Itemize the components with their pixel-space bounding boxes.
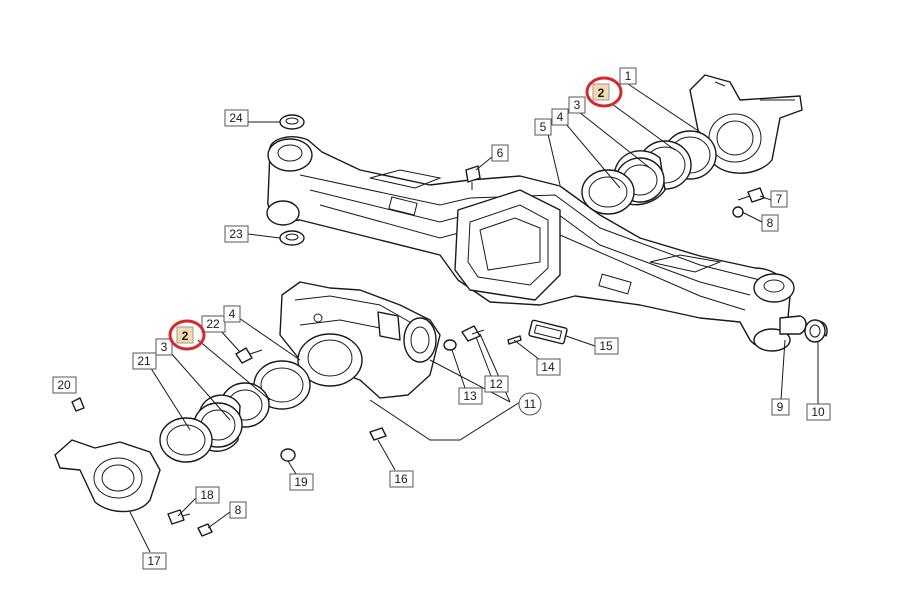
svg-text:21: 21 [137,354,151,368]
svg-text:19: 19 [294,475,308,489]
svg-text:23: 23 [229,227,243,241]
callout-23: 23 [224,225,249,243]
svg-text:22: 22 [206,317,220,331]
callout-8-right: 8 [761,214,779,232]
callout-14: 14 [536,358,561,376]
callout-19: 19 [289,473,314,491]
svg-text:4: 4 [229,307,236,321]
right-bearing-bracket [689,74,803,174]
svg-text:6: 6 [497,146,504,160]
callout-22: 22 [201,315,226,333]
svg-text:17: 17 [147,554,161,568]
callout-4-right: 4 [551,108,569,126]
callout-21: 21 [132,352,157,370]
callout-10: 10 [806,403,831,421]
svg-text:13: 13 [463,389,477,403]
left-bearing-bracket [54,439,161,513]
svg-text:10: 10 [811,405,825,419]
callout-16: 16 [389,470,414,488]
svg-text:12: 12 [489,377,503,391]
svg-text:16: 16 [394,472,408,486]
seals-24-23 [279,114,305,246]
svg-text:1: 1 [625,69,632,83]
callout-24: 24 [224,109,249,127]
callout-9: 9 [771,398,790,416]
callout-18: 18 [195,486,220,504]
highlight-callout-2-left: 2 [168,319,206,351]
axle-housing [266,136,807,352]
svg-text:20: 20 [57,378,71,392]
final-drive-housing [279,281,441,399]
callout-15: 15 [594,337,619,355]
svg-text:15: 15 [599,339,613,353]
callout-3-left: 3 [155,338,173,356]
svg-text:3: 3 [574,98,581,112]
left-small-parts [71,325,485,537]
svg-text:3: 3 [161,340,168,354]
callout-4-left: 4 [223,305,241,323]
svg-text:9: 9 [777,400,784,414]
callout-1: 1 [619,67,637,85]
cover-plate-15 [507,319,568,345]
right-bushing-rings [581,130,717,215]
callout-5: 5 [534,118,552,136]
callouts: 1 3 4 5 6 7 8 24 23 15 14 12 13 11 9 10 … [52,67,831,570]
svg-text:2: 2 [598,86,605,100]
svg-text:18: 18 [200,488,214,502]
callout-17: 17 [142,552,167,570]
right-small-bolts [465,165,828,343]
highlight-callout-2-right: 2 [585,76,623,108]
callout-3-right: 3 [568,96,586,114]
leader-lines [129,83,819,553]
svg-text:24: 24 [229,111,243,125]
svg-text:11: 11 [524,397,537,411]
svg-text:7: 7 [776,192,783,206]
svg-text:14: 14 [541,360,555,374]
svg-text:8: 8 [235,503,242,517]
svg-text:4: 4 [557,110,564,124]
callout-12: 12 [484,375,509,393]
svg-text:5: 5 [540,120,547,134]
svg-text:8: 8 [767,216,774,230]
callout-8-left: 8 [229,501,247,519]
svg-text:2: 2 [182,329,189,343]
callout-20: 20 [52,376,77,394]
callout-6: 6 [491,144,509,162]
left-bushing-rings [159,360,311,463]
callout-11: 11 [518,392,542,416]
callout-7: 7 [770,190,788,208]
callout-13: 13 [458,387,483,405]
